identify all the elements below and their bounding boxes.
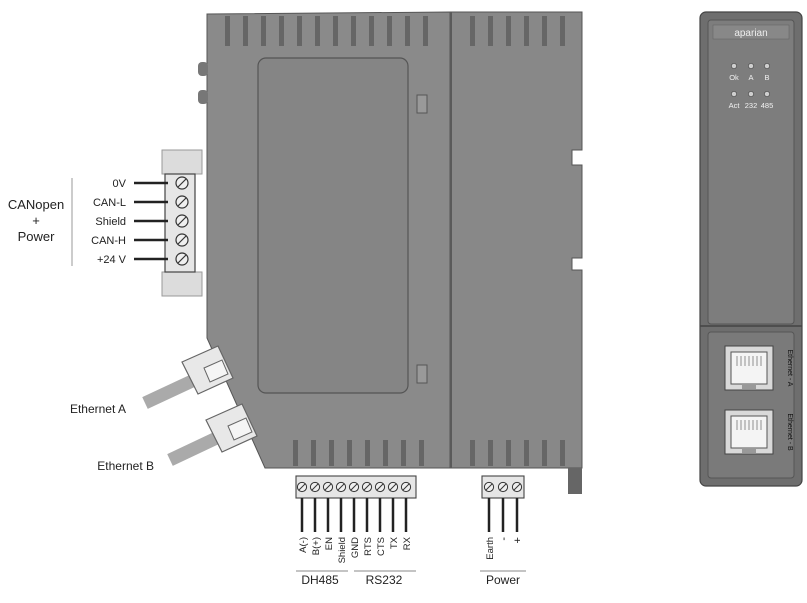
serial-pin-label: RX	[402, 536, 413, 550]
canopen-group-label: CANopen	[8, 197, 64, 212]
serial-pin-label: Shield	[337, 537, 348, 563]
serial-connector	[295, 475, 417, 532]
ethernet-port-b	[724, 409, 774, 455]
led-label: 232	[745, 101, 758, 110]
power-label: Power	[486, 573, 520, 587]
ethernet-cable-a	[142, 345, 234, 409]
canopen-pin-label: Shield	[95, 216, 126, 228]
canopen-connector	[134, 149, 203, 297]
power-connector	[481, 475, 525, 532]
led-label: 485	[761, 101, 774, 110]
canopen-pin-label: +24 V	[97, 254, 127, 266]
serial-pin-label: GND	[350, 537, 361, 558]
side-housing	[198, 11, 583, 494]
ethernet-a-label: Ethernet A	[70, 402, 126, 416]
led-label: B	[764, 73, 769, 82]
canopen-pin-label: CAN-H	[91, 235, 126, 247]
serial-pin-label: B(+)	[311, 537, 322, 555]
serial-pin-label: A(-)	[298, 537, 309, 553]
serial-pin-label: CTS	[376, 537, 387, 556]
canopen-pin-label: 0V	[113, 178, 127, 190]
led-label: A	[748, 73, 753, 82]
serial-pin-label: TX	[389, 536, 400, 549]
port-a-label: Ethernet - A	[786, 350, 793, 387]
port-b-label: Ethernet - B	[786, 413, 793, 451]
canopen-group-label: Power	[18, 229, 56, 244]
status-leds	[731, 63, 770, 97]
serial-pin-label: EN	[324, 537, 335, 550]
power-pin-label: Earth	[485, 537, 496, 560]
power-pin-label: +	[512, 537, 524, 543]
ethernet-port-a	[724, 345, 774, 391]
ethernet-b-label: Ethernet B	[97, 459, 154, 473]
canopen-pin-label: CAN-L	[93, 197, 126, 209]
brand-logo: aparian	[734, 28, 767, 39]
canopen-group-label: +	[32, 213, 40, 228]
rs232-label: RS232	[366, 573, 403, 587]
serial-pin-label: RTS	[363, 537, 374, 556]
led-label: Act	[729, 101, 741, 110]
ethernet-cable-b	[167, 403, 258, 466]
dh485-label: DH485	[301, 573, 339, 587]
power-pin-label: -	[498, 537, 510, 541]
led-label: Ok	[729, 73, 739, 82]
